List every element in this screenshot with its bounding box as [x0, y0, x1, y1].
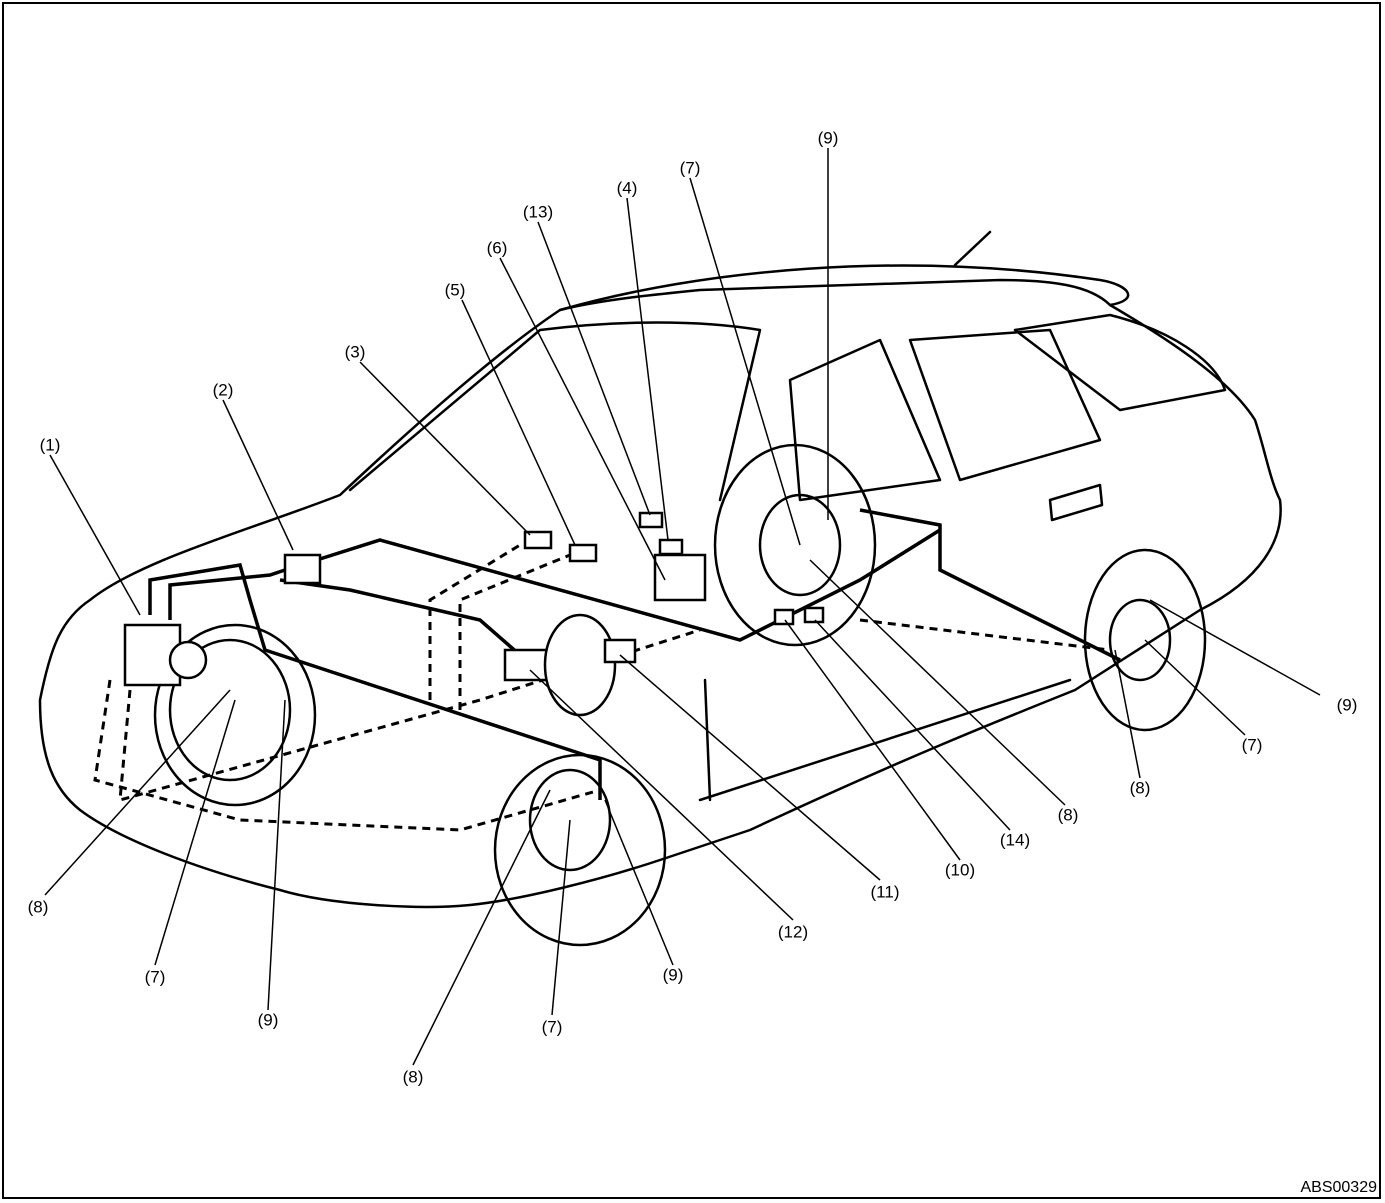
leader-5	[461, 299, 576, 546]
callout-6: (6)	[486, 238, 508, 258]
leader-3	[359, 361, 531, 536]
leader-8-mid	[809, 559, 1066, 806]
leader-8-front-mid	[412, 789, 551, 1066]
car-body-outline	[38, 264, 1282, 909]
callout-1: (1)	[39, 435, 61, 455]
callout-9-rear: (9)	[1336, 695, 1358, 715]
door-handle	[1048, 483, 1104, 522]
callout-8-mid: (8)	[1057, 805, 1079, 825]
wiring-harness-4	[458, 553, 571, 710]
callout-8-rear: (8)	[1129, 778, 1151, 798]
leader-7-top	[689, 177, 801, 546]
leader-9-left	[267, 699, 286, 1011]
callout-11: (11)	[870, 882, 900, 902]
callout-4: (4)	[616, 178, 638, 198]
sensor-10	[773, 608, 795, 626]
brake-booster	[543, 613, 617, 717]
relay-4	[658, 538, 684, 556]
leader-4	[626, 197, 669, 541]
callout-14: (14)	[999, 830, 1031, 850]
leader-8-rear	[1114, 649, 1141, 779]
right-front-disc	[528, 768, 612, 872]
wiring-harness-2	[118, 628, 701, 803]
callout-7-top: (7)	[679, 158, 701, 178]
relay-13	[638, 511, 664, 529]
leader-8-left	[44, 689, 231, 896]
brake-line-rear	[859, 508, 1121, 662]
side-window-rear	[908, 328, 1102, 482]
side-window-front	[788, 338, 942, 502]
door-line	[703, 678, 712, 802]
control-module-6	[653, 553, 707, 602]
leader-1	[49, 454, 141, 616]
leader-10	[784, 619, 961, 861]
callout-9-left: (9)	[257, 1010, 279, 1030]
callout-7-rear: (7)	[1241, 735, 1263, 755]
brake-line-main	[279, 578, 522, 657]
brake-line-upper	[168, 528, 941, 642]
left-front-wheel	[153, 623, 317, 807]
brake-line-front	[148, 563, 602, 800]
callout-9-top: (9)	[817, 128, 839, 148]
callout-5: (5)	[444, 280, 466, 300]
leader-9-rear	[1149, 599, 1321, 696]
right-rear-wheel	[713, 443, 877, 647]
g-sensor-2	[283, 553, 322, 585]
abs-module-5	[568, 543, 598, 563]
antenna	[953, 230, 992, 267]
leader-2	[222, 399, 294, 551]
callout-3: (3)	[344, 342, 366, 362]
callout-7-left: (7)	[144, 967, 166, 987]
right-rear-disc	[758, 493, 842, 597]
leader-7-rear	[1144, 639, 1246, 736]
windshield	[348, 321, 762, 502]
brake-switch-11	[603, 638, 637, 664]
left-rear-wheel	[1083, 548, 1207, 732]
left-rear-disc	[1108, 598, 1172, 682]
wiring-harness-1	[93, 679, 601, 832]
callout-7-front-mid: (7)	[541, 1017, 563, 1037]
figure-id: ABS00329	[1300, 1179, 1377, 1196]
leader-7-left	[154, 699, 236, 966]
wiring-harness-3	[428, 543, 521, 700]
rear-quarter-window	[1013, 313, 1227, 412]
leader-9-front-mid	[604, 799, 674, 966]
leader-13	[537, 221, 651, 516]
rocker-panel	[698, 678, 1072, 802]
callout-12: (12)	[777, 922, 809, 942]
leader-11	[619, 654, 881, 881]
leader-12	[529, 669, 794, 921]
hcu-motor	[168, 640, 208, 680]
callout-8-left: (8)	[27, 897, 49, 917]
callout-2: (2)	[212, 380, 234, 400]
callout-13: (13)	[522, 202, 554, 222]
leader-6	[499, 257, 666, 581]
abs-module-3	[523, 530, 553, 550]
sensor-14	[803, 606, 825, 624]
left-front-tire	[168, 638, 292, 782]
leader-14	[814, 619, 1011, 831]
callout-10: (10)	[944, 860, 976, 880]
callout-9-front-mid: (9)	[662, 965, 684, 985]
roof-line	[558, 278, 1112, 312]
leader-7-front-mid	[551, 819, 571, 1016]
callout-8-front-mid: (8)	[402, 1067, 424, 1087]
